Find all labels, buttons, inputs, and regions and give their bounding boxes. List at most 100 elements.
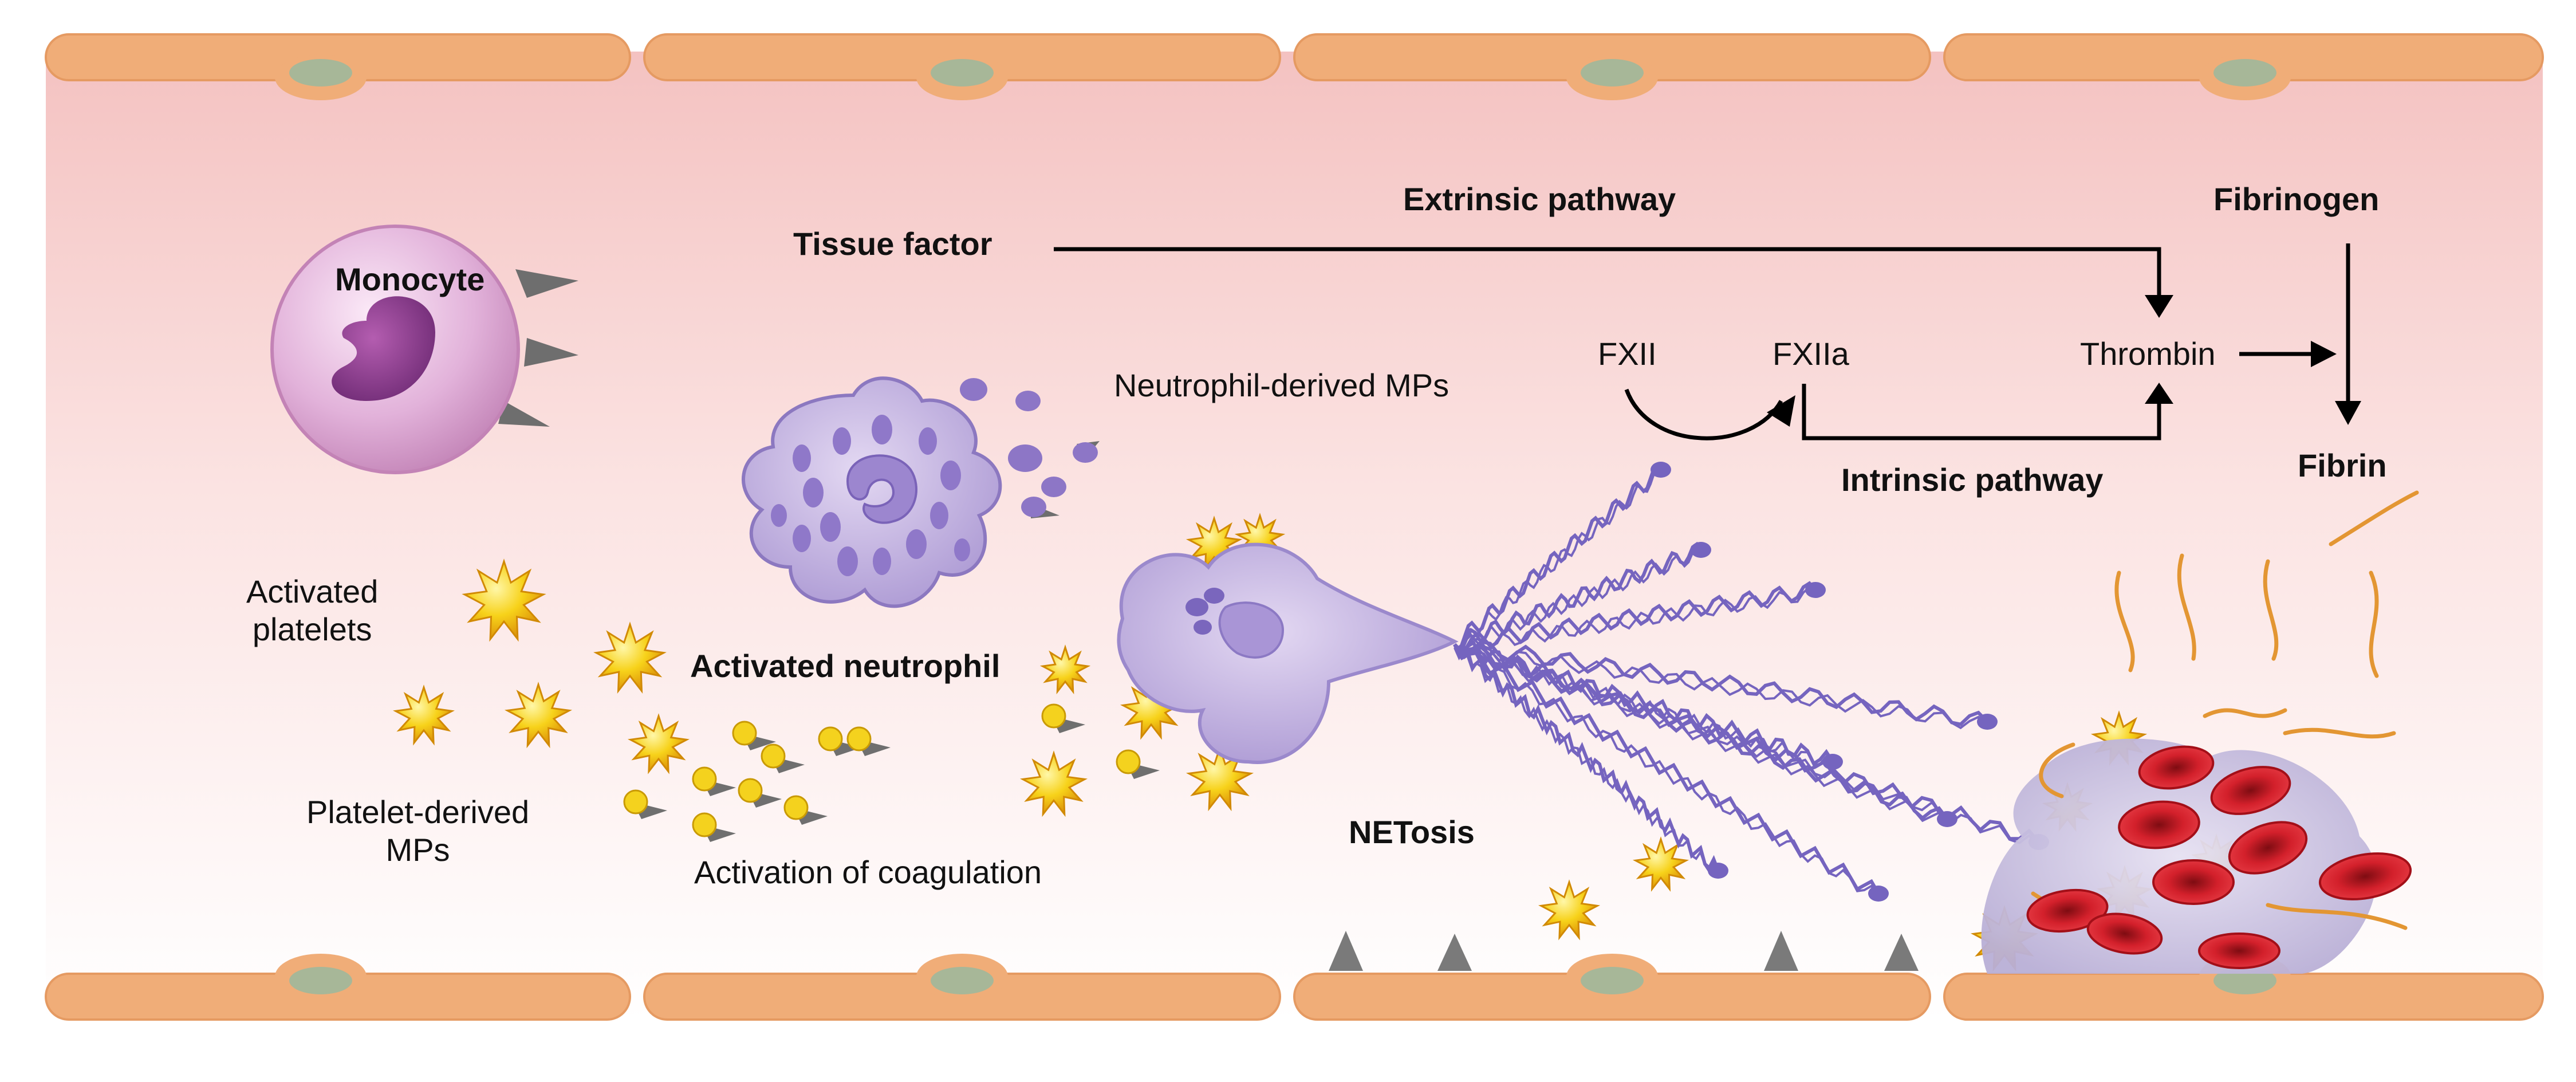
red-blood-cell	[2198, 933, 2280, 969]
red-blood-cell	[2210, 766, 2291, 815]
platelet-mps-label: Platelet-derived MPs	[306, 794, 530, 868]
net-strand	[1454, 546, 1702, 655]
mp-particle	[692, 812, 717, 837]
tissue-factor-label: Tissue factor	[793, 226, 992, 262]
net-strand	[1454, 647, 1719, 875]
intrinsic-pathway-label: Intrinsic pathway	[1841, 462, 2104, 498]
platelet-shape	[1185, 516, 1243, 571]
mp-particle	[761, 743, 786, 769]
fibrinogen-label: Fibrinogen	[2213, 181, 2380, 217]
net-histone	[1708, 863, 1728, 879]
net-strand	[1453, 541, 1703, 653]
mp-particle	[738, 778, 763, 803]
netosis-label: NETosis	[1349, 814, 1475, 850]
mp-particle	[1116, 749, 1141, 774]
endothelial-nucleus	[931, 967, 994, 994]
mp-particle	[692, 766, 717, 792]
fibrin-fiber	[2114, 570, 2135, 672]
endothelial-nucleus	[289, 59, 352, 86]
net-strand	[1454, 586, 1817, 655]
platelet-shape	[504, 682, 573, 749]
net-histone	[1868, 886, 1889, 902]
mp-particle	[846, 726, 872, 752]
platelet-derived-microparticles	[623, 703, 1160, 842]
net-strand	[1453, 643, 1880, 895]
mp-particle	[818, 726, 843, 752]
thrombin-label: Thrombin	[2080, 336, 2216, 372]
platelet-shape	[593, 621, 667, 694]
activated-neutrophil-label: Activated neutrophil	[690, 648, 1001, 684]
fxii-label: FXII	[1598, 336, 1657, 372]
net-histone	[1805, 582, 1826, 598]
tissue-factor-spike	[1764, 931, 1798, 971]
neutrophil-microparticles	[960, 378, 1100, 518]
mp-particle	[783, 795, 809, 820]
thrombus	[1981, 490, 2419, 974]
fibrin-fiber	[2039, 742, 2075, 798]
neutrophil-extracellular-traps	[1453, 462, 2049, 902]
red-blood-cell	[2086, 912, 2163, 955]
activation-coagulation-label: Activation of coagulation	[694, 854, 1042, 890]
mp-particle	[732, 721, 757, 746]
platelet-shape	[1019, 750, 1088, 817]
monocyte-nucleus	[332, 296, 435, 401]
fibrin-label: Fibrin	[2298, 447, 2387, 483]
fibrin-fiber	[2177, 553, 2196, 661]
neutrophil-mps-label: Neutrophil-derived MPs	[1114, 367, 1450, 403]
endothelial-nucleus	[1581, 967, 1644, 994]
neutrophil-nucleus	[846, 454, 917, 524]
extrinsic-pathway-label: Extrinsic pathway	[1403, 181, 1676, 217]
red-blood-cell	[2152, 859, 2235, 905]
fxiia-label: FXIIa	[1773, 336, 1849, 372]
platelet-shape	[627, 713, 690, 774]
endothelial-nucleus	[2213, 59, 2276, 86]
fibrin-fiber	[2329, 490, 2419, 546]
tissue-factor-spike	[1329, 931, 1363, 971]
mp-particle	[1041, 703, 1066, 729]
net-strand	[1454, 468, 1662, 653]
red-blood-cell	[2138, 745, 2215, 790]
endothelial-nucleus	[1581, 59, 1644, 86]
platelet-shape	[1538, 879, 1601, 941]
endothelium-bottom	[45, 931, 2544, 1021]
endothelial-nucleus	[289, 967, 352, 994]
endothelium-top	[45, 33, 2544, 100]
net-strand	[1453, 643, 2041, 843]
fibrin-fiber	[2369, 570, 2379, 678]
mp-particle	[623, 789, 648, 815]
tissue-factor-spike	[1437, 934, 1472, 971]
net-strand	[1454, 647, 1880, 898]
platelet-shape	[1039, 644, 1091, 695]
net-histone	[1651, 462, 1671, 478]
net-histone	[1691, 542, 1711, 558]
fxii-activation-arrow	[1624, 388, 1783, 440]
platelet-shape	[462, 558, 546, 642]
platelet-shape	[1632, 836, 1689, 892]
red-blood-cell	[2118, 800, 2200, 849]
red-blood-cell	[2228, 821, 2308, 875]
platelet-shape	[1185, 745, 1254, 812]
red-blood-cell	[2026, 888, 2109, 933]
activated-neutrophil-cell	[741, 376, 1002, 608]
net-histone	[1977, 714, 1998, 730]
net-strand	[1453, 581, 1817, 654]
net-strand	[1454, 647, 2040, 847]
endothelial-nucleus	[931, 59, 994, 86]
extrinsic-arrow	[1054, 247, 2161, 295]
netosis-neutrophil-cell	[1117, 542, 1459, 764]
red-blood-cell	[2318, 852, 2412, 900]
pathway-arrows	[1054, 243, 2361, 440]
net-strand	[1453, 463, 1663, 651]
fibrin-fiber	[2283, 727, 2396, 739]
platelet-shape	[392, 684, 455, 746]
tissue-factor-spike	[1884, 934, 1919, 971]
monocyte-cell	[270, 225, 578, 474]
fibrin-fiber	[2263, 559, 2279, 661]
monocyte-label: Monocyte	[335, 261, 485, 297]
fibrin-fiber	[2266, 903, 2408, 930]
fibrin-fiber	[2203, 708, 2287, 718]
activated-platelets-label: Activated platelets	[246, 573, 379, 647]
intrinsic-arrow	[1802, 384, 2161, 440]
